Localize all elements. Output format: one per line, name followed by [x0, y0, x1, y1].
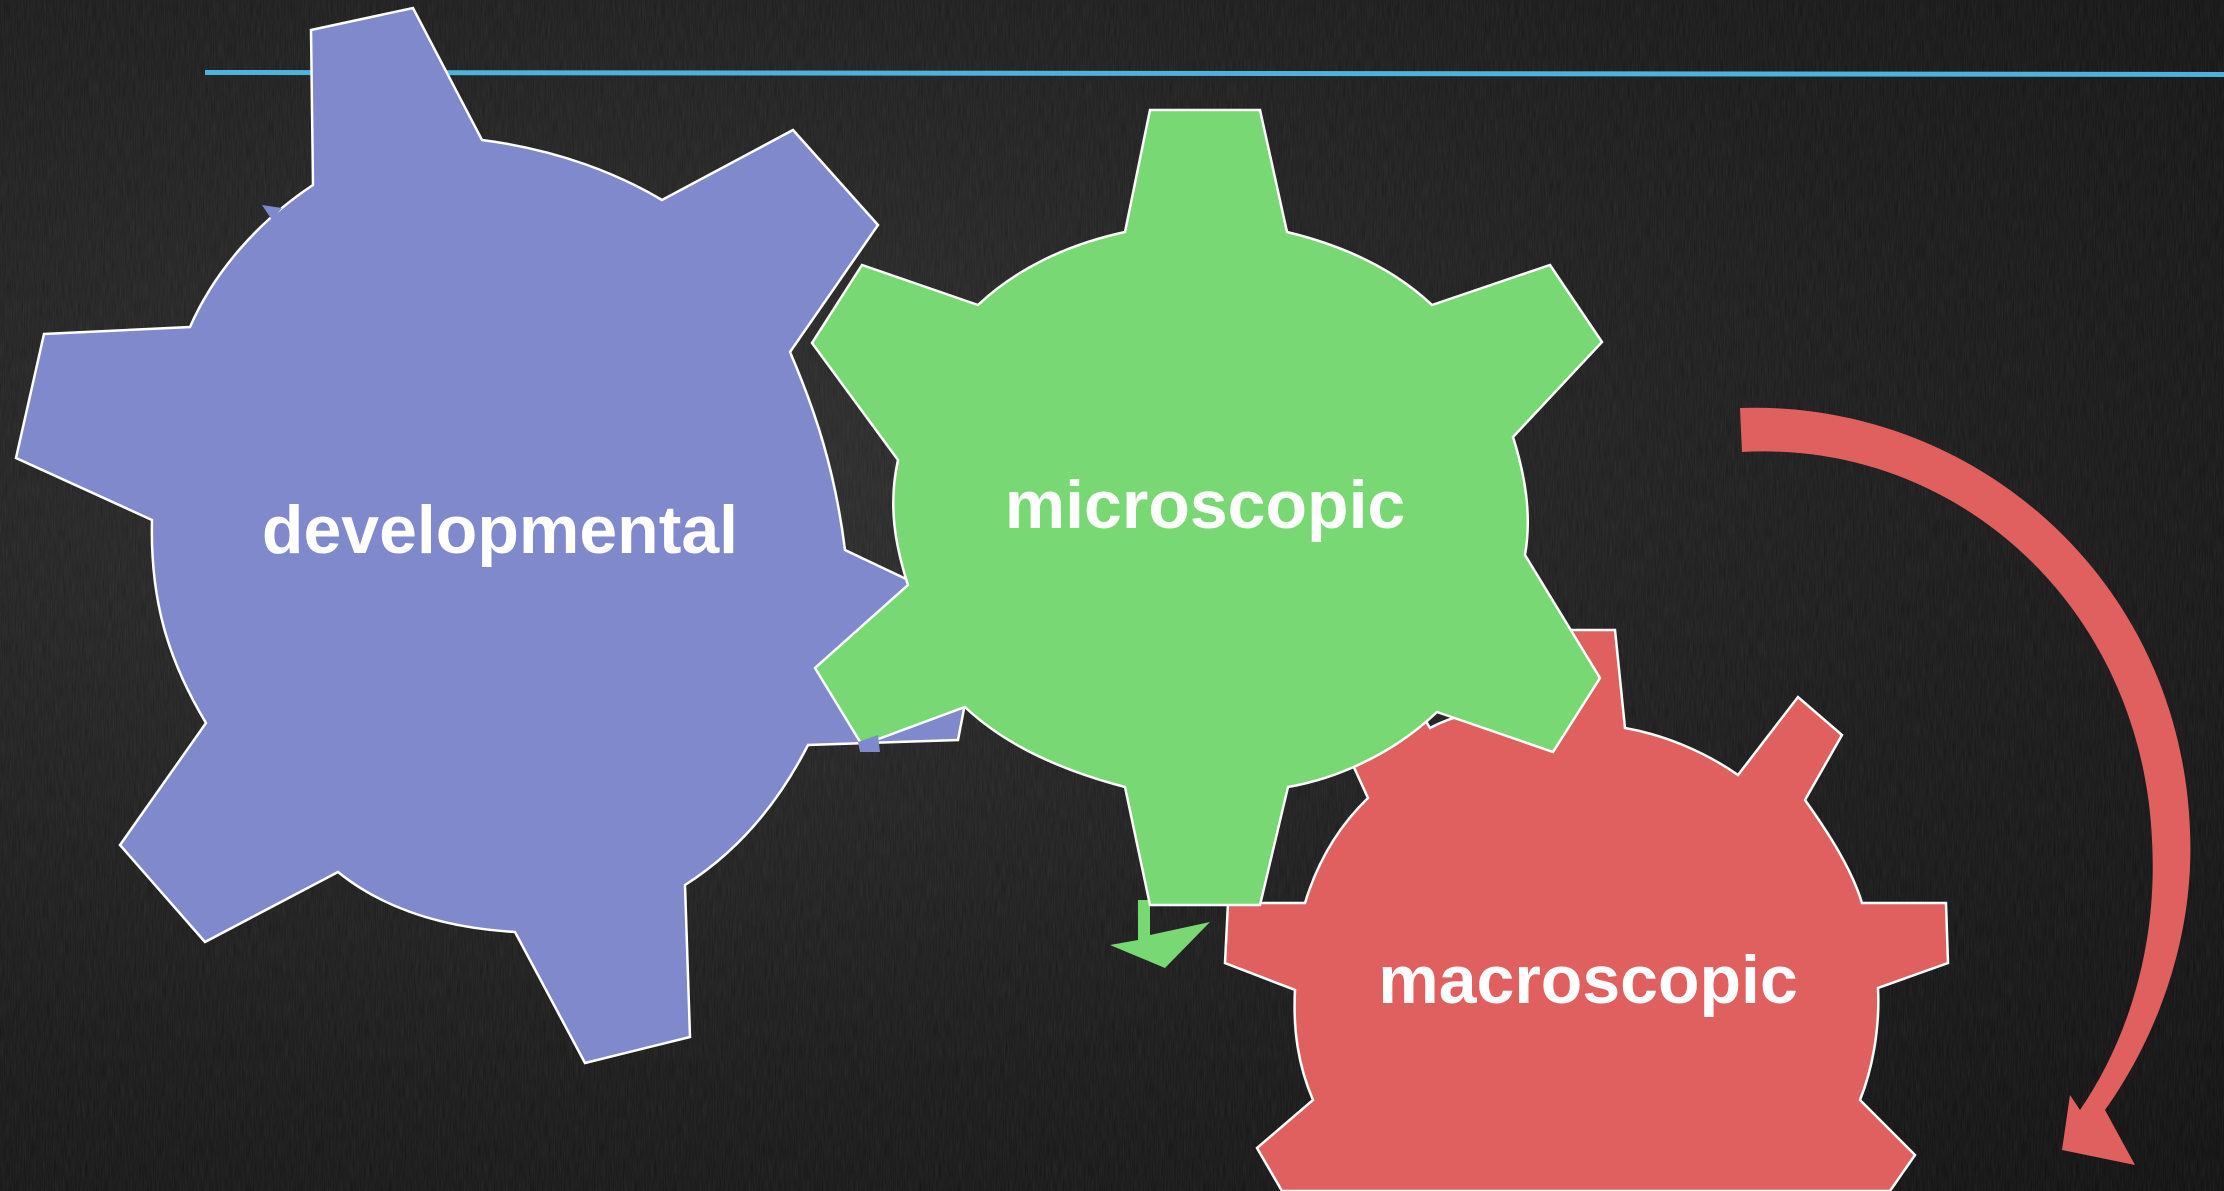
- curved-arrow-icon: [1740, 407, 2191, 1165]
- accent-line: [205, 70, 2224, 77]
- gear-label-microscopic: microscopic: [1005, 467, 1406, 543]
- gear-developmental-shape: [14, 6, 984, 1065]
- gear-fragment: [858, 735, 880, 752]
- gear-microscopic-shape: [810, 108, 1604, 907]
- gear-macroscopic-shape: [1223, 628, 1950, 1191]
- gear-label-developmental: developmental: [262, 492, 738, 568]
- down-arrow-icon: [1110, 900, 1210, 968]
- gear-fragment: [262, 205, 282, 220]
- gear-label-macroscopic: macroscopic: [1378, 942, 1798, 1018]
